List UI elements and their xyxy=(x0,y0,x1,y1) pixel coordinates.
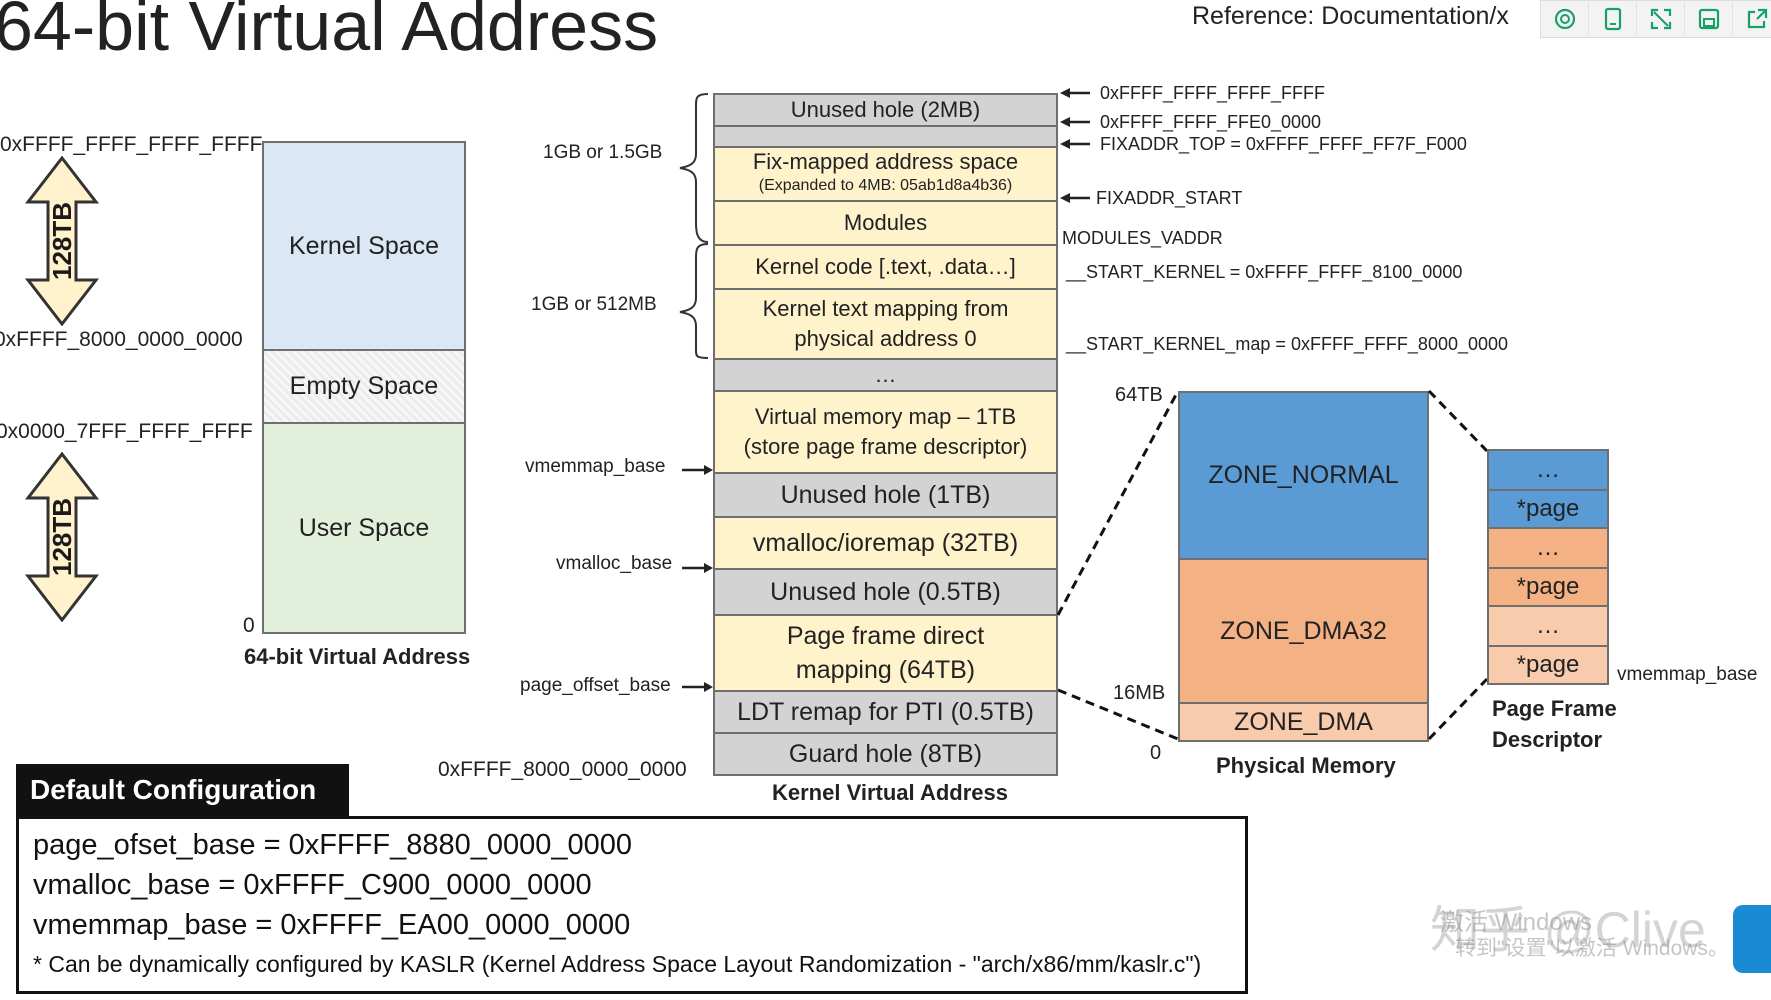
right-label-2: 0xFFFF_FFFF_FFE0_0000 xyxy=(1100,112,1322,132)
kernel-segment: vmalloc/ioremap (32TB) xyxy=(713,516,1058,570)
empty-space-block: Empty Space xyxy=(262,349,466,424)
kernel-segment: Page frame direct mapping (64TB) xyxy=(713,614,1058,692)
pfd-caption-2: Descriptor xyxy=(1492,727,1603,752)
kernel-segment: Fix-mapped address space (Expanded to 4M… xyxy=(713,146,1058,202)
addr-top-label: 0xFFFF_FFFF_FFFF_FFFF xyxy=(0,133,263,156)
zhihu-watermark: 知乎 @Clive xyxy=(1430,902,1706,958)
kernel-space-block: Kernel Space xyxy=(262,141,466,351)
kernel-segment: Kernel code [.text, .data…] xyxy=(713,244,1058,290)
right-label-6: __START_KERNEL = 0xFFFF_FFFF_8100_0000 xyxy=(1066,262,1463,282)
vmalloc-base-label: vmalloc_base xyxy=(556,553,673,574)
pfd-cell: … xyxy=(1487,527,1609,569)
config-note: * Can be dynamically configured by KASLR… xyxy=(33,951,1202,977)
size-upper-label: 128TB xyxy=(46,201,77,281)
right-label-4: FIXADDR_START xyxy=(1096,188,1243,208)
kernel-segment: LDT remap for PTI (0.5TB) xyxy=(713,690,1058,734)
physical-caption: Physical Memory xyxy=(1216,753,1396,778)
kernel-segment: … xyxy=(713,358,1058,392)
kernel-segment: Guard hole (8TB) xyxy=(713,732,1058,776)
right-label-3: FIXADDR_TOP = 0xFFFF_FFFF_FF7F_F000 xyxy=(1100,134,1467,154)
expand-icon[interactable] xyxy=(1637,2,1685,36)
kernel-segment: Unused hole (1TB) xyxy=(713,472,1058,518)
kernel-segment: Unused hole (2MB) xyxy=(713,93,1058,127)
pfd-caption-1: Page Frame xyxy=(1492,696,1617,721)
windows-activation-title: 激活 Windows xyxy=(1440,909,1593,936)
config-line-3: vmemmap_base = 0xFFFF_EA00_0000_0000 xyxy=(33,909,631,941)
page-title: 64-bit Virtual Address xyxy=(0,0,659,65)
share-icon[interactable] xyxy=(1733,2,1771,36)
zone-normal-block: ZONE_NORMAL xyxy=(1178,391,1429,560)
kernel-space-label: Kernel Space xyxy=(288,231,440,260)
kernel-segment: Unused hole (0.5TB) xyxy=(713,568,1058,616)
config-heading: Default Configuration xyxy=(16,764,349,816)
addr-user-end-label: 0x0000_7FFF_FFFF_FFFF xyxy=(0,420,253,443)
pfd-cell: *page xyxy=(1487,489,1609,529)
config-line-2: vmalloc_base = 0xFFFF_C900_0000_0000 xyxy=(33,869,592,901)
right-pointer-arrows xyxy=(1060,88,1090,203)
kernel-bottom-addr-label: 0xFFFF_8000_0000_0000 xyxy=(438,758,687,781)
kernel-segment: Modules xyxy=(713,200,1058,246)
pfd-cell: … xyxy=(1487,605,1609,647)
kernel-segment: Kernel text mapping from physical addres… xyxy=(713,288,1058,360)
right-label-7: __START_KERNEL_map = 0xFFFF_FFFF_8000_00… xyxy=(1066,334,1509,354)
size-upper-arrow xyxy=(24,156,100,326)
pfd-vmemmap-label: vmemmap_base xyxy=(1617,664,1758,685)
size-lower-arrow xyxy=(24,452,100,622)
pfd-cell: *page xyxy=(1487,567,1609,607)
user-space-label: User Space xyxy=(298,513,430,542)
phys-top-label: 64TB xyxy=(1115,384,1163,406)
phys-16mb-label: 16MB xyxy=(1113,682,1166,704)
size-braces xyxy=(679,93,709,359)
windows-activation-note: 转到"设置"以激活 Windows。 xyxy=(1455,937,1729,960)
side-widget-button[interactable] xyxy=(1733,905,1771,973)
brace1-label: 1GB or 1.5GB xyxy=(543,142,663,163)
pfd-cell: *page xyxy=(1487,645,1609,685)
vmemmap-base-label: vmemmap_base xyxy=(525,456,666,477)
left-pointer-arrows xyxy=(682,465,713,692)
mapping-dashed-lines xyxy=(1056,389,1489,741)
reference-text: Reference: Documentation/x xyxy=(1192,2,1509,30)
empty-space-label: Empty Space xyxy=(289,372,439,400)
size-lower-label: 128TB xyxy=(46,497,77,577)
kernel-segment xyxy=(713,125,1058,148)
addr-zero-label: 0 xyxy=(243,614,255,637)
phys-zero-label: 0 xyxy=(1150,742,1162,764)
addr-kernel-start-label: 0xFFFF_8000_0000_0000 xyxy=(0,328,243,351)
right-label-1: 0xFFFF_FFFF_FFFF_FFFF xyxy=(1100,83,1325,103)
zone-dma-block: ZONE_DMA xyxy=(1178,702,1429,742)
bookmark-icon[interactable] xyxy=(1589,2,1637,36)
right-label-5: MODULES_VADDR xyxy=(1062,228,1223,248)
brace2-label: 1GB or 512MB xyxy=(531,294,657,315)
kernel-caption: Kernel Virtual Address xyxy=(772,780,1008,805)
page-offset-base-label: page_offset_base xyxy=(520,675,671,696)
config-box: page_ofset_base = 0xFFFF_8880_0000_0000 … xyxy=(16,816,1248,994)
left-caption: 64-bit Virtual Address xyxy=(244,644,471,669)
viewer-toolbar xyxy=(1540,0,1771,38)
save-icon[interactable] xyxy=(1685,2,1733,36)
search-icon[interactable] xyxy=(1541,2,1589,36)
pfd-cell: … xyxy=(1487,449,1609,491)
kernel-segment: Virtual memory map – 1TB (store page fra… xyxy=(713,390,1058,474)
config-line-1: page_ofset_base = 0xFFFF_8880_0000_0000 xyxy=(33,829,632,861)
zone-dma32-block: ZONE_DMA32 xyxy=(1178,558,1429,704)
user-space-block: User Space xyxy=(262,422,466,634)
